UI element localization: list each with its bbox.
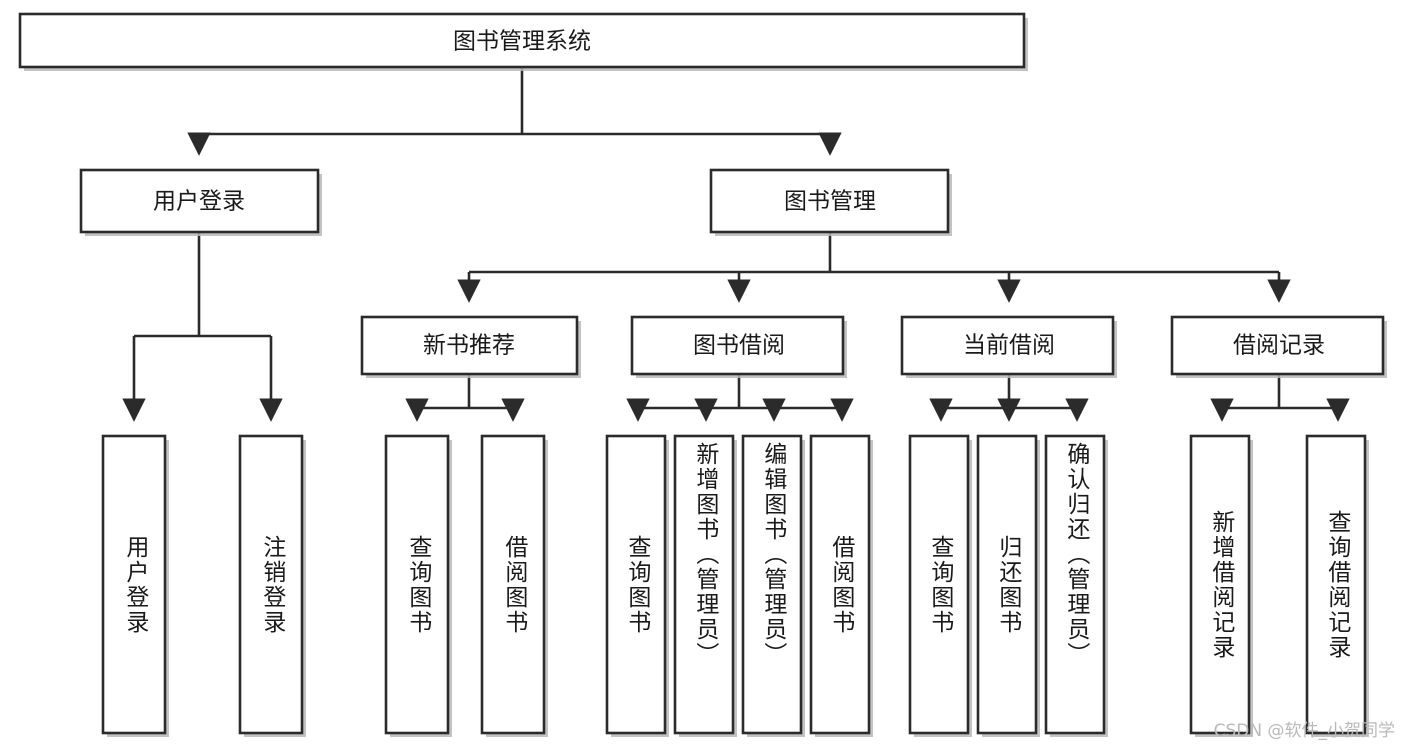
leaf-box-user-login-0[interactable] [101,434,167,735]
leaf-box-user-login-1[interactable] [238,434,304,735]
leaf-box-currentborrow-0[interactable] [908,434,970,735]
leaf-boxes-user-login [101,434,306,737]
connector-bookmgmt-to-level3 [457,232,1291,303]
leaf-box-borrowrecord-0[interactable] [1189,434,1251,735]
node-book-borrow[interactable]: 图书借阅 [630,315,847,378]
leaf-box-currentborrow-2[interactable] [1044,434,1106,735]
connector-borrowrecord-to-leaves [1210,374,1350,422]
leaf-boxes-new-book-recommend [384,434,548,737]
node-user-login-label: 用户登录 [153,189,245,215]
node-root-label: 图书管理系统 [453,29,591,55]
node-new-book-recommend[interactable]: 新书推荐 [360,315,581,378]
leaf-boxes-borrow-record [1189,434,1369,737]
leaf-box-bookborrow-2[interactable] [741,434,803,735]
leaf-box-borrowrecord-1[interactable] [1305,434,1367,735]
leaf-box-bookborrow-3[interactable] [809,434,871,735]
connector-newbook-to-leaves [405,374,525,422]
leaf-box-newbook-0[interactable] [384,434,450,735]
node-new-book-recommend-label: 新书推荐 [423,333,515,359]
leaf-boxes-book-borrow [605,434,873,737]
node-borrow-record[interactable]: 借阅记录 [1170,315,1387,378]
node-book-management[interactable]: 图书管理 [709,168,952,236]
connector-root-to-level2 [187,67,842,156]
connector-userlogin-to-leaves [122,232,283,422]
connector-currentborrow-to-leaves [929,374,1089,422]
node-book-management-label: 图书管理 [784,189,876,215]
node-user-login[interactable]: 用户登录 [79,168,322,236]
leaf-box-newbook-1[interactable] [480,434,546,735]
watermark-text: CSDN @软件_小贺同学 [1213,721,1395,741]
leaf-boxes-current-borrow [908,434,1108,737]
node-current-borrow[interactable]: 当前借阅 [900,315,1117,378]
node-book-borrow-label: 图书借阅 [693,333,785,359]
node-current-borrow-label: 当前借阅 [963,333,1055,359]
leaf-box-bookborrow-1[interactable] [673,434,735,735]
leaf-box-bookborrow-0[interactable] [605,434,667,735]
connector-bookborrow-to-leaves [626,374,854,422]
node-borrow-record-label: 借阅记录 [1233,333,1325,359]
leaf-box-currentborrow-1[interactable] [976,434,1038,735]
node-root-book-management-system[interactable]: 图书管理系统 [18,12,1028,71]
